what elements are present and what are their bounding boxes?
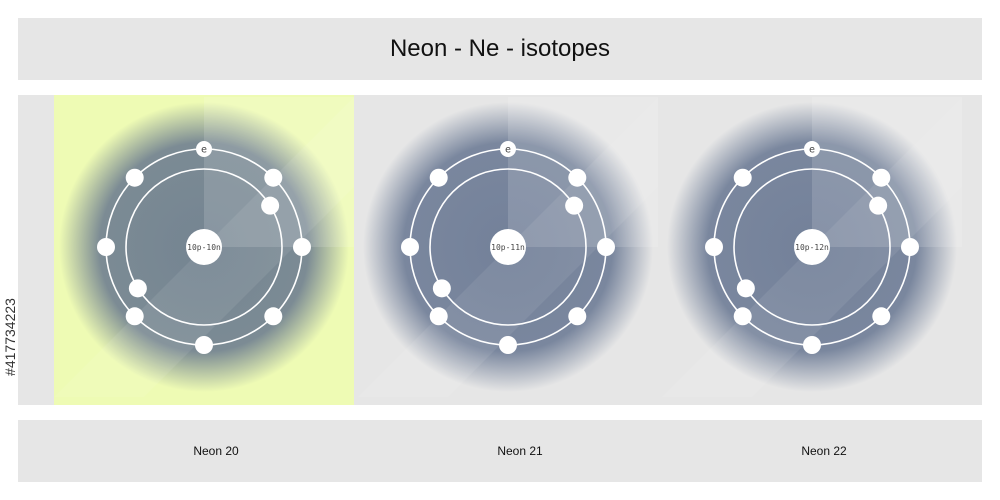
outer-electron: [195, 336, 213, 354]
outer-electron: [264, 168, 283, 187]
labeled-electron: [196, 141, 212, 157]
stock-id-watermark: #417734223: [2, 262, 18, 412]
inner-electron: [128, 279, 147, 298]
outer-electron: [125, 168, 144, 187]
inner-shell: [733, 168, 891, 326]
bohr-diagram: 10p-12n e: [662, 95, 962, 405]
page-title: Neon - Ne - isotopes: [389, 35, 611, 62]
outer-electron: [705, 238, 723, 256]
inner-electron: [869, 196, 888, 215]
outer-electron: [125, 307, 144, 326]
nucleus: [186, 229, 222, 265]
labeled-electron: [500, 141, 516, 157]
outer-electron: [97, 238, 115, 256]
bohr-diagram: 10p-11n e: [358, 95, 658, 405]
outer-electron: [872, 307, 891, 326]
nucleus-label: 10p-10n: [187, 243, 221, 252]
outer-electron: [401, 238, 419, 256]
inner-electron: [432, 279, 451, 298]
inner-shell: [429, 168, 587, 326]
nucleus: [490, 229, 526, 265]
inner-shell: [125, 168, 283, 326]
outer-electron: [429, 307, 448, 326]
isotope-name-label: Neon 21: [497, 444, 543, 458]
outer-electron: [597, 238, 615, 256]
isotope-panel-neon-20[interactable]: 10p-10n e: [54, 95, 354, 405]
isotope-panel-neon-22[interactable]: 10p-12n e: [662, 95, 962, 405]
stock-id-text: #417734223: [2, 298, 18, 376]
labeled-electron: [804, 141, 820, 157]
electron-label: e: [201, 145, 207, 156]
nucleus: [794, 229, 830, 265]
isotope-label-bar: Neon 20 Neon 21 Neon 22: [18, 420, 982, 482]
isotope-name-label: Neon 22: [801, 444, 847, 458]
electron-label: e: [505, 145, 511, 156]
inner-electron: [261, 196, 280, 215]
outer-electron: [803, 336, 821, 354]
outer-electron: [568, 168, 587, 187]
outer-electron: [733, 307, 752, 326]
outer-electron: [293, 238, 311, 256]
electron-label: e: [809, 145, 815, 156]
isotope-name-label: Neon 20: [193, 444, 239, 458]
outer-electron: [901, 238, 919, 256]
outer-electron: [264, 307, 283, 326]
inner-electron: [736, 279, 755, 298]
inner-electron: [565, 196, 584, 215]
outer-electron: [733, 168, 752, 187]
title-bar: Neon - Ne - isotopes: [18, 18, 982, 80]
outer-electron: [429, 168, 448, 187]
nucleus-label: 10p-12n: [795, 243, 829, 252]
nucleus-label: 10p-11n: [491, 243, 525, 252]
outer-electron: [568, 307, 587, 326]
outer-electron: [499, 336, 517, 354]
bohr-diagram: 10p-10n e: [54, 95, 354, 405]
isotope-panel-neon-21[interactable]: 10p-11n e: [358, 95, 658, 405]
outer-electron: [872, 168, 891, 187]
isotope-panels: 10p-10n e 10p-11n e 10p-12n e: [18, 95, 982, 405]
